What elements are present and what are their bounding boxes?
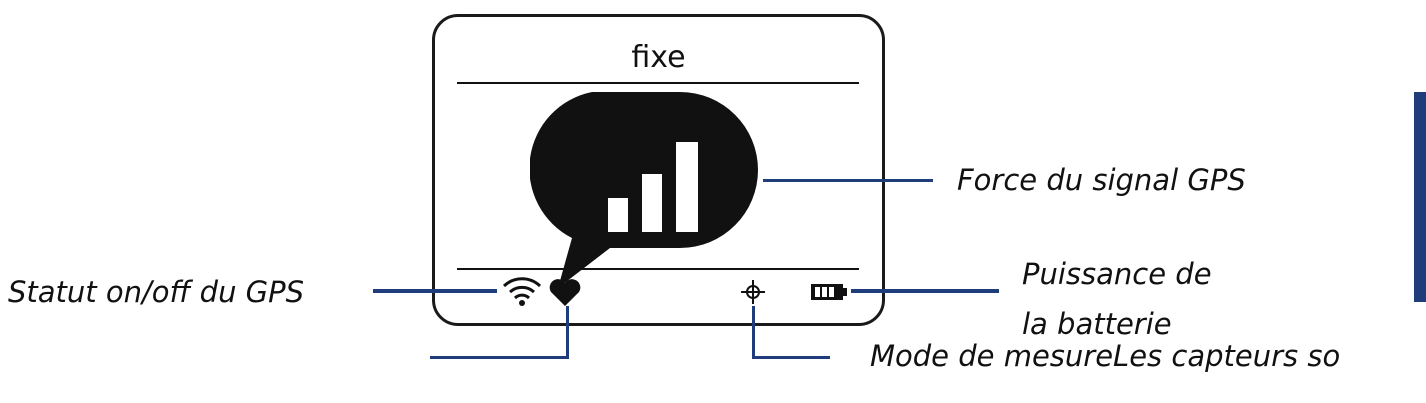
leader-heart-horizontal bbox=[430, 356, 569, 359]
leader-mode-horizontal bbox=[752, 356, 830, 359]
label-gps-status: Statut on/off du GPS bbox=[8, 275, 305, 309]
leader-battery bbox=[851, 289, 999, 293]
screen-title: fixe bbox=[631, 40, 686, 75]
label-measure-mode: Mode de mesureLes capteurs so bbox=[870, 339, 1341, 373]
top-divider bbox=[457, 82, 859, 84]
signal-bar-1 bbox=[608, 198, 628, 232]
label-gps-signal: Force du signal GPS bbox=[957, 163, 1246, 197]
bottom-divider bbox=[457, 268, 859, 270]
leader-mode-vertical bbox=[752, 306, 755, 358]
wifi-icon bbox=[502, 277, 542, 306]
battery-icon bbox=[811, 284, 847, 300]
edge-bar bbox=[1414, 92, 1426, 302]
device-screen-frame bbox=[432, 14, 885, 326]
crosshair-icon bbox=[741, 280, 765, 304]
signal-bar-2 bbox=[642, 174, 662, 232]
leader-heart-vertical bbox=[566, 306, 569, 358]
label-battery-line2: la batterie bbox=[1022, 307, 1172, 341]
signal-bubble-icon bbox=[530, 92, 758, 288]
heart-icon bbox=[549, 279, 581, 306]
signal-bar-3 bbox=[676, 142, 698, 232]
leader-gps-status bbox=[373, 289, 497, 293]
label-battery-line1: Puissance de bbox=[1022, 257, 1212, 291]
leader-gps-signal bbox=[763, 179, 933, 182]
